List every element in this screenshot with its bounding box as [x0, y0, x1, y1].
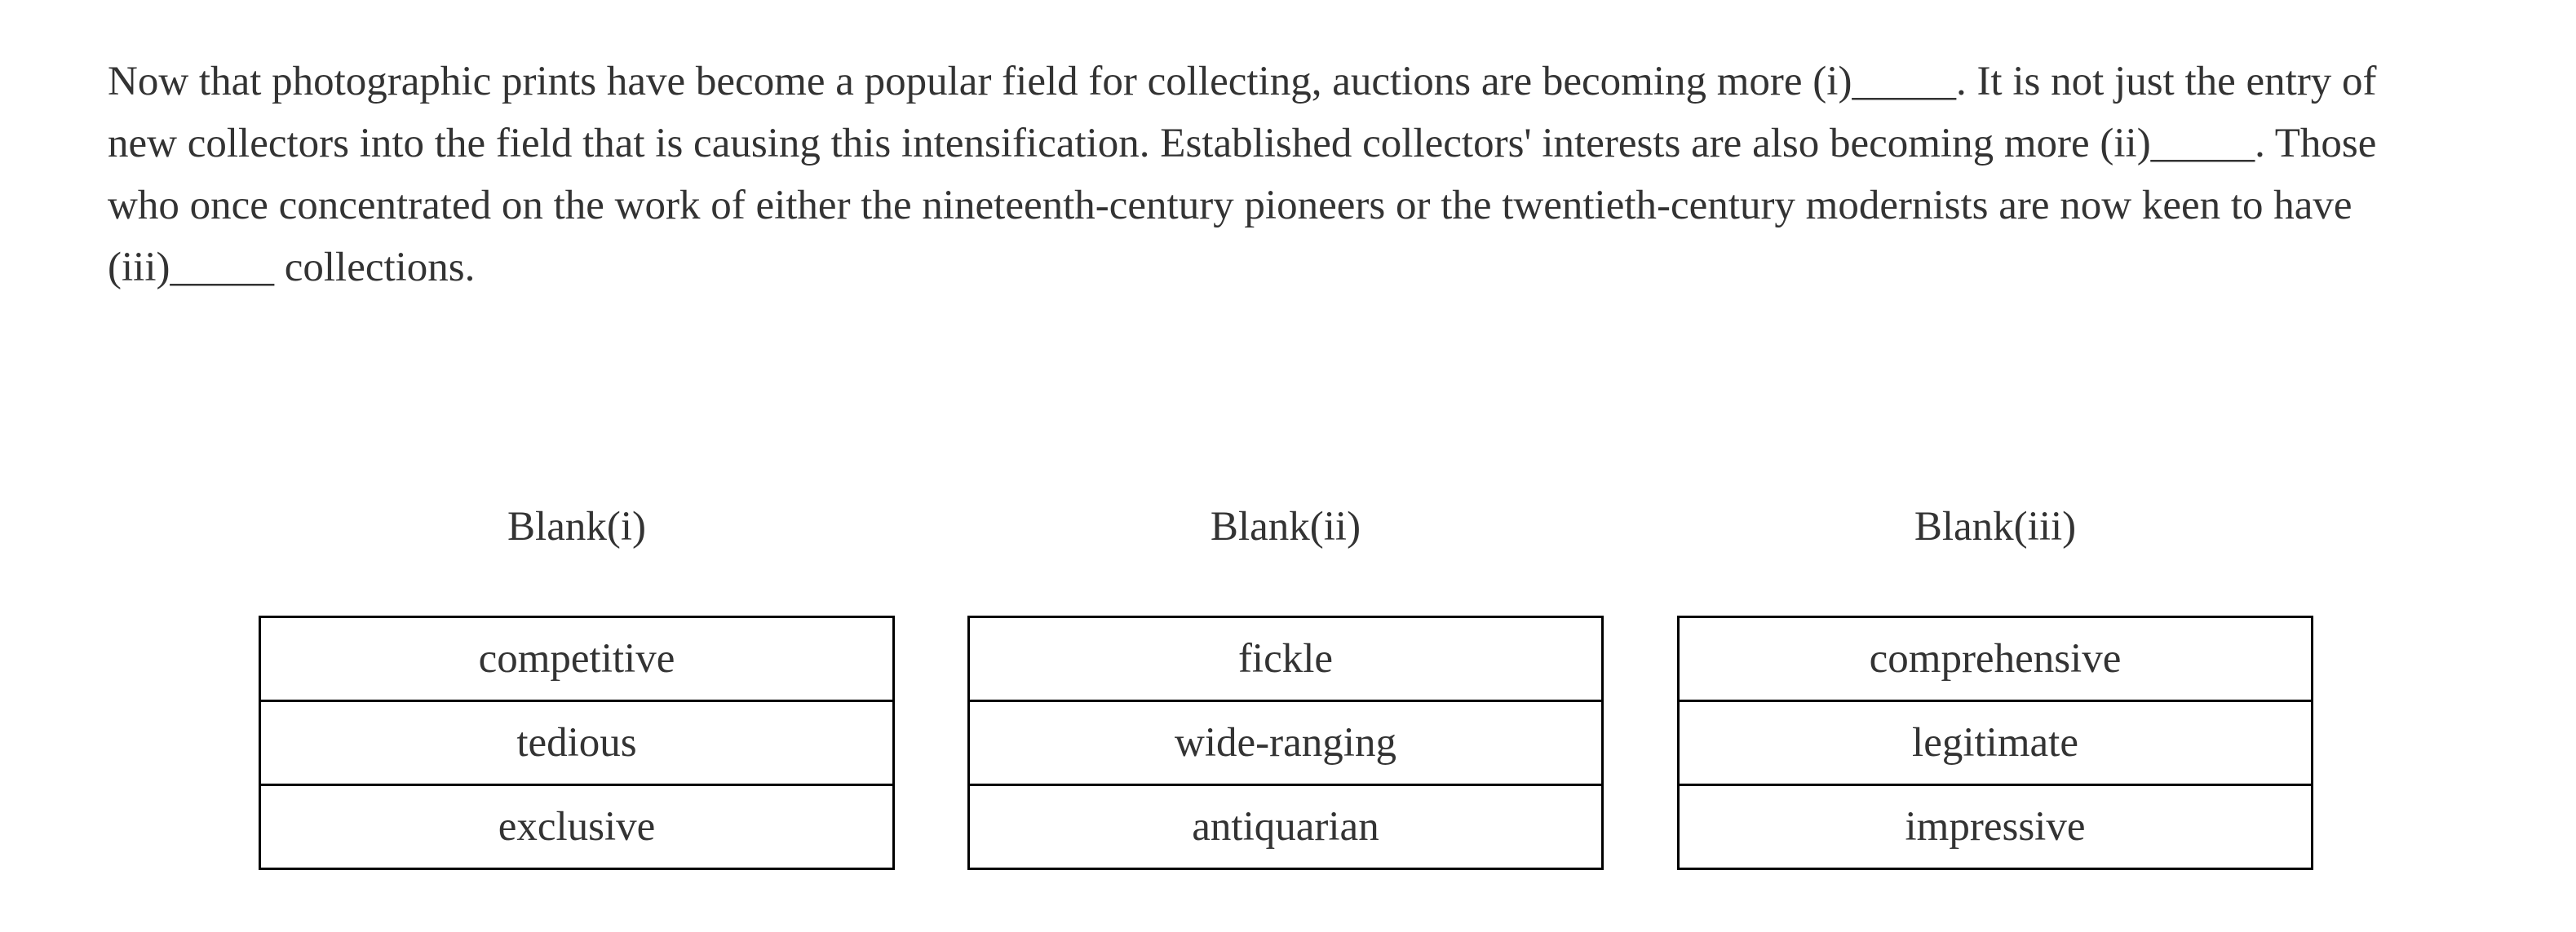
blank-iii-option-legitimate[interactable]: legitimate: [1678, 700, 2313, 785]
blank-iii-choices: comprehensive legitimate impressive: [1677, 616, 2313, 870]
blank-ii-choices: fickle wide-ranging antiquarian: [967, 616, 1604, 870]
blank-iii-option-impressive[interactable]: impressive: [1678, 784, 2313, 869]
blank-i-header: Blank(i): [507, 504, 646, 550]
blank-ii-option-antiquarian[interactable]: antiquarian: [968, 784, 1603, 869]
blank-ii-option-wide-ranging[interactable]: wide-ranging: [968, 700, 1603, 785]
blank-iii-option-comprehensive[interactable]: comprehensive: [1869, 636, 2122, 682]
question-passage: Now that photographic prints have become…: [108, 59, 2377, 290]
blank-ii-header: Blank(ii): [1210, 504, 1361, 550]
blank-iii-header: Blank(iii): [1914, 504, 2077, 550]
blank-i-option-exclusive[interactable]: exclusive: [259, 784, 894, 869]
blank-i-option-tedious[interactable]: tedious: [259, 700, 894, 785]
blank-i-option-competitive[interactable]: competitive: [478, 636, 675, 682]
blank-ii-option-fickle[interactable]: fickle: [1237, 636, 1334, 682]
blank-i-choices: competitive tedious exclusive: [259, 616, 895, 870]
